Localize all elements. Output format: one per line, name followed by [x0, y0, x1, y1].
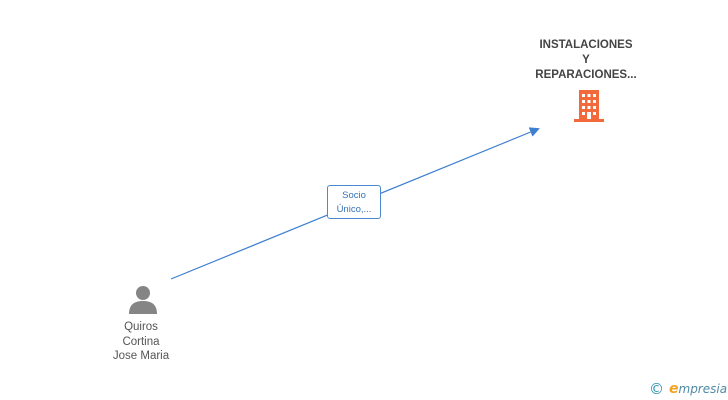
building-icon[interactable] — [573, 89, 605, 123]
person-icon[interactable] — [128, 284, 158, 314]
company-name-line-3: REPARACIONES... — [535, 69, 637, 81]
brand-initial: e — [669, 380, 679, 397]
brand-rest: mpresia — [678, 381, 728, 396]
relation-label-line-2: Único,... — [336, 204, 372, 215]
person-name-line-2: Cortina — [122, 335, 160, 348]
empresia-watermark[interactable]: © empresia — [649, 380, 727, 398]
person-name-line-1: Quiros — [124, 321, 158, 333]
company-name-line-1: INSTALACIONES — [539, 39, 633, 51]
relation-label[interactable]: Socio Único,... — [327, 185, 381, 219]
brand-logo: empresia — [669, 380, 728, 397]
copyright-icon: © — [649, 379, 664, 398]
company-name-line-2: Y — [582, 54, 590, 66]
person-name-line-3: Jose Maria — [112, 350, 170, 362]
person-name[interactable]: Quiros Cortina Jose Maria — [90, 320, 192, 364]
company-name[interactable]: INSTALACIONES Y REPARACIONES... — [516, 38, 656, 83]
relation-label-line-1: Socio — [342, 190, 366, 201]
